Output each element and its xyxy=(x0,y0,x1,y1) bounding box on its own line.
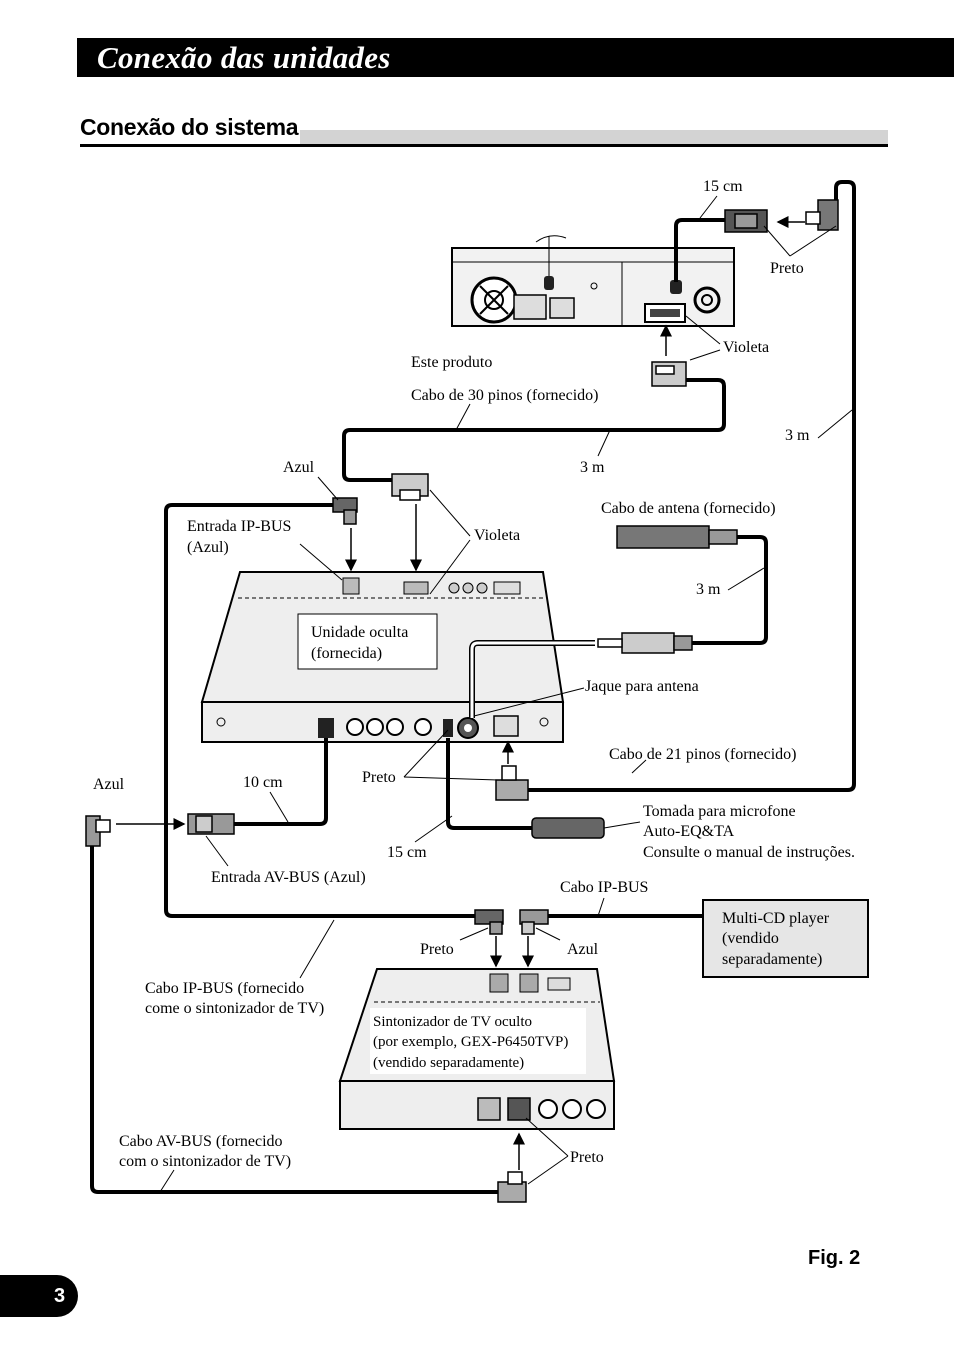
label-preto-bottom: Preto xyxy=(570,1149,604,1166)
label-tomada-2: Auto-EQ&TA xyxy=(643,823,735,840)
label-multicd-3: separadamente) xyxy=(722,951,822,968)
label-10cm: 10 cm xyxy=(243,774,283,791)
label-cabo-ipbus-tv-1: Cabo IP-BUS (fornecido xyxy=(145,980,304,997)
label-cabo-ipbus-tv-2: come o sintonizador de TV) xyxy=(145,1000,324,1017)
label-entrada-avbus: Entrada AV-BUS (Azul) xyxy=(211,869,366,886)
chapter-banner: Conexão das unidades xyxy=(77,38,954,77)
label-cabo-30-pinos: Cabo de 30 pinos (fornecido) xyxy=(411,387,599,404)
section-header-rule xyxy=(80,144,888,147)
cable-ip-bus xyxy=(164,503,475,918)
label-multicd-1: Multi-CD player xyxy=(722,910,830,927)
multi-cd-player xyxy=(702,899,869,978)
section-title: Conexão do sistema xyxy=(80,114,299,140)
label-jaque-antena: Jaque para antena xyxy=(585,678,699,695)
label-violeta-top: Violeta xyxy=(723,339,769,356)
connectors xyxy=(85,199,839,1203)
label-tuner-2: (por exemplo, GEX-P6450TVP) xyxy=(373,1034,568,1050)
label-azul-left: Azul xyxy=(93,776,125,793)
label-unidade-oculta-2: (fornecida) xyxy=(311,645,382,662)
label-cabo-ipbus: Cabo IP-BUS xyxy=(560,879,648,896)
label-cabo-antena: Cabo de antena (fornecido) xyxy=(601,500,776,517)
cable-30-pin xyxy=(342,378,726,482)
label-tomada-1: Tomada para microfone xyxy=(643,803,796,820)
label-azul-tuner: Azul xyxy=(567,941,599,958)
label-tuner-1: Sintonizador de TV oculto xyxy=(373,1014,532,1030)
label-3m-antenna: 3 m xyxy=(696,581,721,598)
label-tuner-3: (vendido separadamente) xyxy=(373,1055,524,1071)
label-cabo-avbus-tv-2: com o sintonizador de TV) xyxy=(119,1153,291,1170)
head-unit xyxy=(451,235,735,327)
cable-av-bus-tv xyxy=(90,845,498,1194)
label-tomada-3: Consulte o manual de instruções. xyxy=(643,844,855,861)
diagram-labels: 15 cm Preto Violeta Este produto Cabo de… xyxy=(93,178,855,1170)
hidden-unit xyxy=(200,571,565,743)
label-3m-center: 3 m xyxy=(580,459,605,476)
arrows xyxy=(116,216,805,1170)
label-unidade-oculta-1: Unidade oculta xyxy=(311,624,408,641)
leader-lines xyxy=(159,195,853,1193)
label-cabo-avbus-tv-1: Cabo AV-BUS (fornecido xyxy=(119,1133,283,1150)
cables xyxy=(90,180,856,1194)
label-preto-mid: Preto xyxy=(362,769,396,786)
cable-black-15cm xyxy=(674,218,725,282)
page-number: 3 xyxy=(54,1285,66,1307)
figure-label: Fig. 2 xyxy=(808,1247,861,1269)
label-entrada-ipbus-1: Entrada IP-BUS xyxy=(187,518,291,535)
label-azul-top: Azul xyxy=(283,459,315,476)
tv-tuner xyxy=(338,968,616,1130)
label-3m-right: 3 m xyxy=(785,427,810,444)
section-header: Conexão do sistema xyxy=(80,112,888,148)
cable-antenna xyxy=(690,535,768,645)
section-header-bar xyxy=(300,130,888,144)
label-multicd-2: (vendido xyxy=(722,930,779,947)
cable-mic-15cm xyxy=(446,738,532,830)
page-number-tab: 3 xyxy=(0,1275,78,1317)
label-cabo-21-pinos: Cabo de 21 pinos (fornecido) xyxy=(609,746,797,763)
label-15cm-top: 15 cm xyxy=(703,178,743,195)
label-15cm-bottom: 15 cm xyxy=(387,844,427,861)
chapter-title: Conexão das unidades xyxy=(97,40,391,75)
label-violeta-mid: Violeta xyxy=(474,527,520,544)
label-preto-top: Preto xyxy=(770,260,804,277)
label-entrada-ipbus-2: (Azul) xyxy=(187,539,229,556)
cable-21-pin xyxy=(528,180,856,792)
label-preto-tuner: Preto xyxy=(420,941,454,958)
cable-av-bus-10cm xyxy=(232,738,328,826)
label-este-produto: Este produto xyxy=(411,354,492,371)
